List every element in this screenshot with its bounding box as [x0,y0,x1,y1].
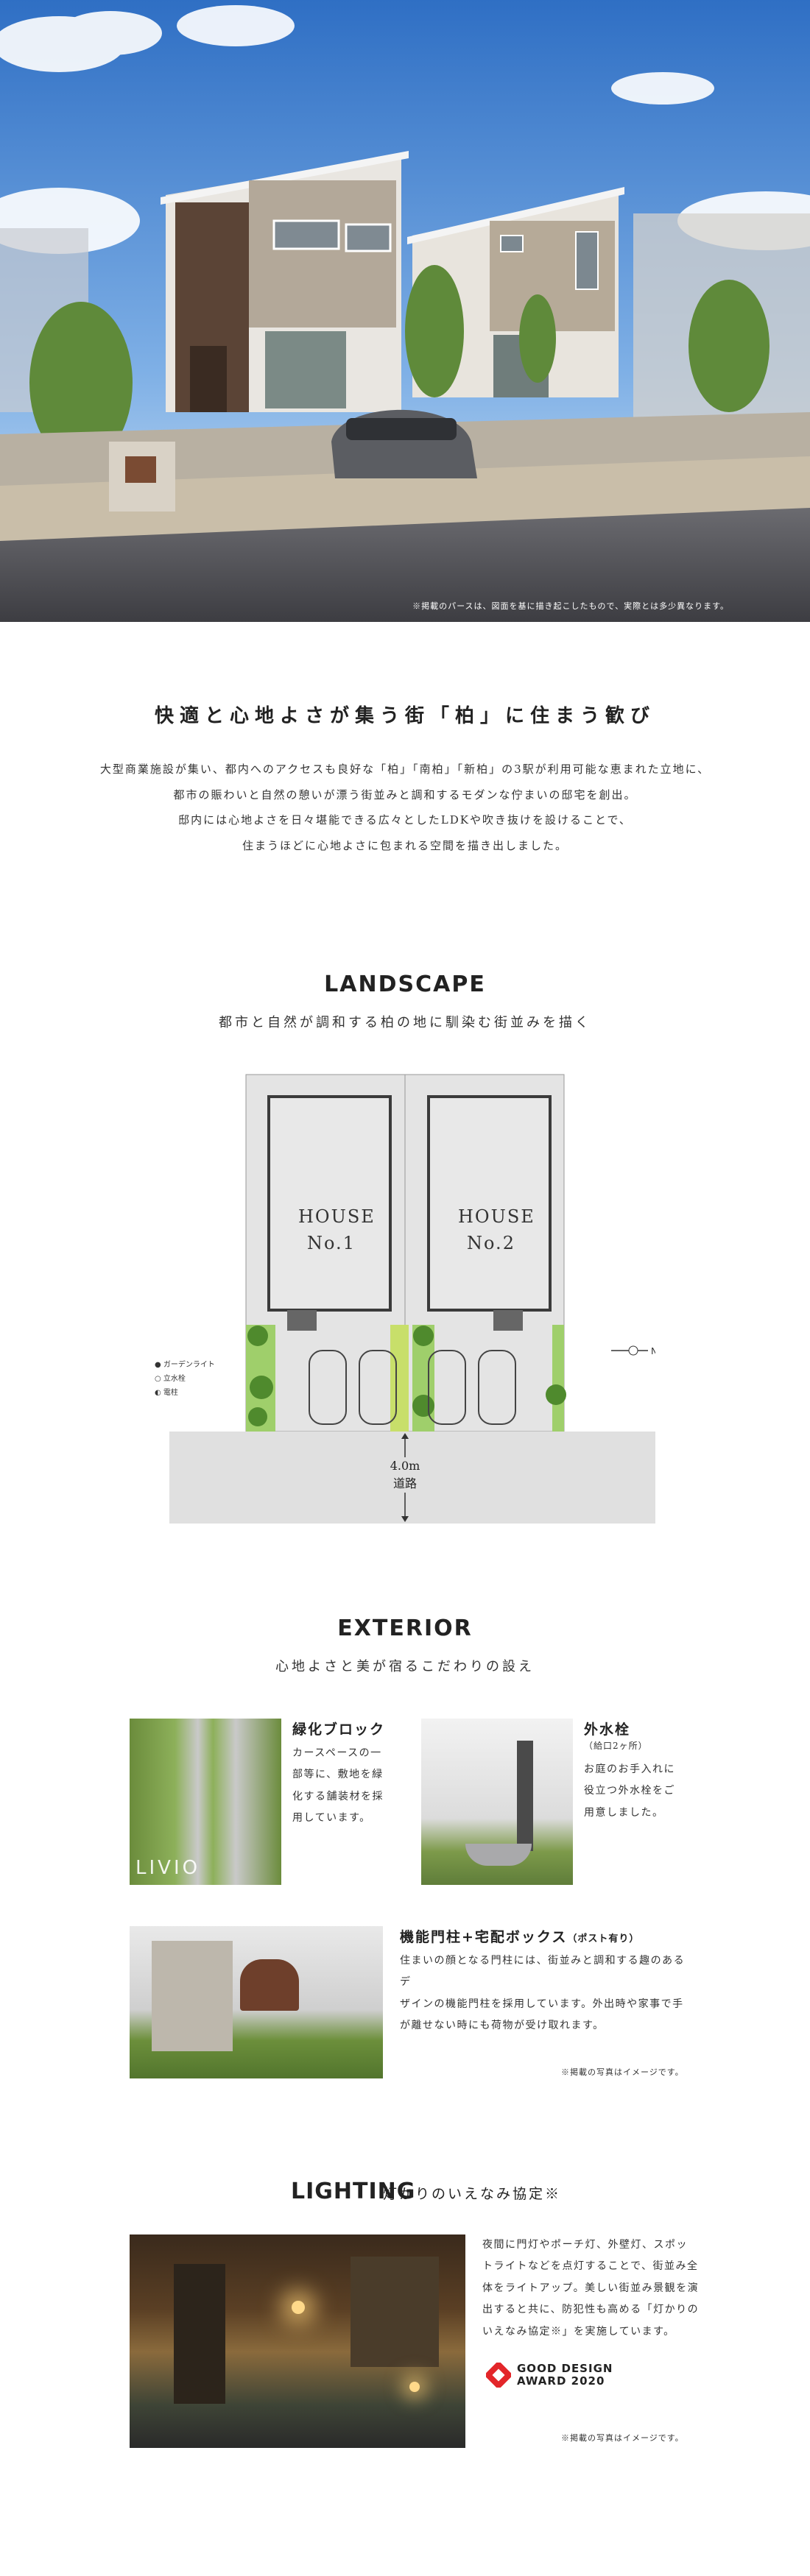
hero-rendering [0,0,810,622]
site-plan: N HOUSE No.1 HOUSE No.2 ● ガーデンライト ○ 立水栓 … [155,1071,658,1527]
livio-mark: LIVIO [135,1857,201,1879]
good-design-award: GOOD DESIGN AWARD 2020 [486,2362,613,2388]
lighting-photo [130,2234,465,2448]
good-design-g-mark-icon [486,2363,511,2388]
gate-post-photo [130,1926,383,2078]
intro-line: 住まうほどに心地よさに包まれる空間を描き出しました。 [242,838,568,852]
site-plan-drawing: N [169,1074,658,1524]
hero-image: ※掲載のパースは、図面を基に描き起こしたもので、実際とは多少異なります。 [0,0,810,622]
house-1-footprint [267,1095,392,1312]
outdoor-faucet-title: 外水栓 [584,1722,631,1738]
outdoor-faucet-photo [421,1719,573,1885]
exterior-subtitle: 心地よさと美が宿るこだわりの設え [275,1659,535,1674]
intro-heading: 快適と心地よさが集う街「柏」に住まう歓び [154,705,655,727]
road-name: 道路 [392,1476,417,1490]
lighting-title: LIGHTING [291,2179,416,2204]
award-line-1: GOOD DESIGN [517,2362,613,2375]
intro-body: 大型商業施設が集い、都内へのアクセスも良好な「柏」「南柏」「新柏」の3駅が利用可… [0,757,810,858]
hero-disclaimer: ※掲載のパースは、図面を基に描き起こしたもので、実際とは多少異なります。 [412,601,729,611]
lighting-text: 夜間に門灯やポーチ灯、外壁灯、スポッ トライトなどを点灯することで、街並み全 体… [482,2239,700,2338]
outdoor-faucet-sub: （給口2ヶ所） [584,1741,648,1751]
road-label: 4.0m 道路 [376,1457,434,1493]
green-block-title: 緑化ブロック [292,1722,386,1738]
intro-line: 都市の賑わいと自然の憩いが漂う街並みと調和するモダンな佇まいの邸宅を創出。 [173,788,637,802]
lighting-note: ※掲載の写真はイメージです。 [561,2433,684,2443]
gate-post-heading: 機能門柱+宅配ボックス（ポスト有り） [400,1926,639,1946]
green-block-photo: LIVIO [130,1719,281,1885]
svg-text:N: N [651,1346,655,1356]
green-block-text: カースペースの一 部等に、敷地を緑 化する舗装材を採 用しています。 [292,1747,384,1825]
house-2-number: No.2 [467,1233,515,1253]
plan-legend: ● ガーデンライト ○ 立水栓 ◐ 電柱 [155,1358,215,1400]
lighting-subtitle: 灯かりのいえなみ協定※ [383,2186,562,2202]
legend-utility-pole: ◐ 電柱 [155,1389,178,1397]
legend-garden-light: ● ガーデンライト [155,1361,215,1369]
landscape-title: LANDSCAPE [324,972,486,997]
house-2-footprint [427,1095,552,1312]
gate-post-title: 機能門柱+宅配ボックス [400,1929,568,1945]
outdoor-faucet-text: お庭のお手入れに 役立つ外水栓をご 用意しました。 [584,1763,675,1819]
landscape-subtitle: 都市と自然が調和する柏の地に馴染む街並みを描く [219,1015,591,1030]
road-width: 4.0m [390,1459,420,1473]
house-1-number: No.1 [307,1233,356,1253]
gate-post-text: 住まいの顔となる門柱には、街並みと調和する趣のあるデ ザインの機能門柱を採用して… [400,1955,686,2032]
intro-line: 邸内には心地よさを日々堪能できる広々としたLDKや吹き抜けを設けることで、 [178,813,632,827]
legend-faucet: ○ 立水栓 [155,1375,186,1383]
gate-post-title-sub: （ポスト有り） [567,1933,640,1945]
exterior-note: ※掲載の写真はイメージです。 [561,2067,684,2077]
intro-line: 大型商業施設が集い、都内へのアクセスも良好な「柏」「南柏」「新柏」の3駅が利用可… [99,762,711,776]
exterior-title: EXTERIOR [337,1616,473,1641]
award-line-2: AWARD 2020 [517,2374,605,2388]
house-2-label: HOUSE [458,1206,535,1227]
house-1-label: HOUSE [298,1206,376,1227]
